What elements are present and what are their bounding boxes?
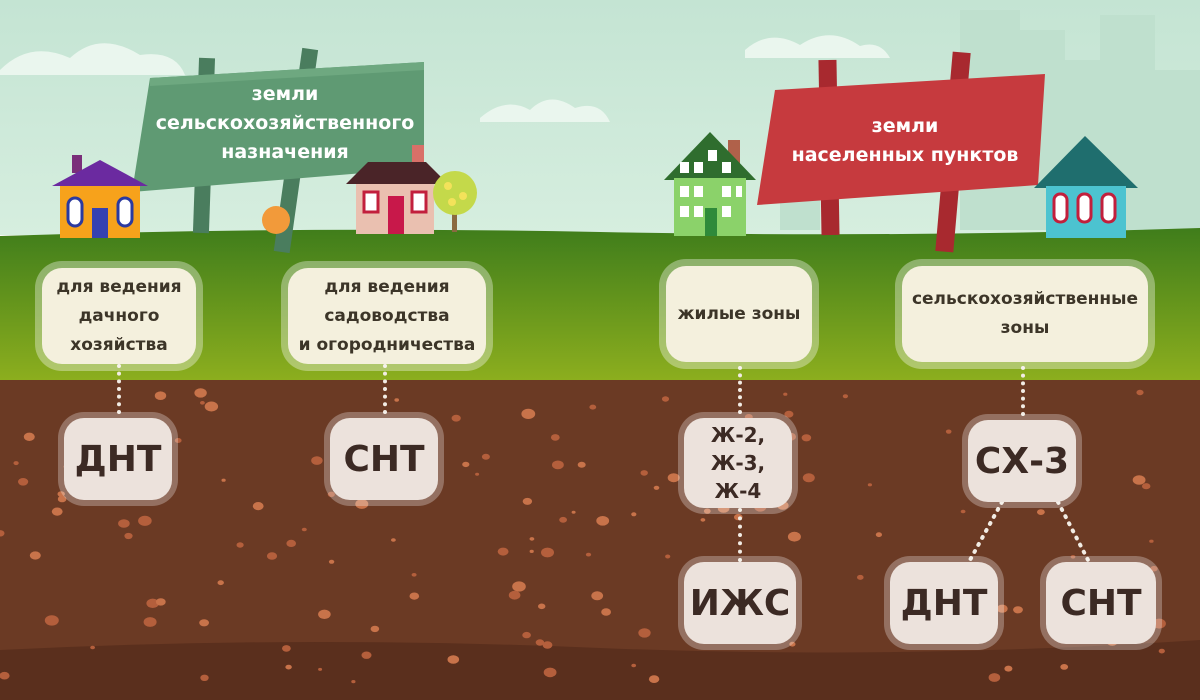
category-line: дачного (56, 302, 181, 331)
category-line: для ведения (299, 273, 476, 302)
code-label: СНТ (1060, 583, 1141, 624)
code-label: ДНТ (901, 583, 988, 624)
category-line: сельскохозяйственные (912, 285, 1138, 314)
code-snt-settlement: СНТ (1046, 562, 1156, 644)
category-line: жилые зоны (678, 300, 801, 329)
code-zh: Ж-2, Ж-3, Ж-4 (684, 418, 792, 508)
code-label: ИЖС (690, 583, 791, 624)
code-label: ДНТ (75, 439, 162, 480)
code-skh3: СХ-3 (968, 420, 1076, 502)
category-dacha: для ведения дачного хозяйства (42, 268, 196, 364)
code-snt: СНТ (330, 418, 438, 500)
code-dnt-settlement: ДНТ (890, 562, 998, 644)
code-izhs: ИЖС (684, 562, 796, 644)
category-agricultural-zones: сельскохозяйственные зоны (902, 266, 1148, 362)
code-line: Ж-2, (711, 421, 765, 449)
category-line: хозяйства (56, 331, 181, 360)
code-label: СНТ (343, 439, 424, 480)
category-gardening: для ведения садоводства и огородничества (288, 268, 486, 364)
category-residential: жилые зоны (666, 266, 812, 362)
code-dnt: ДНТ (64, 418, 172, 500)
category-line: садоводства (299, 302, 476, 331)
code-line: Ж-4 (711, 477, 765, 505)
category-line: для ведения (56, 273, 181, 302)
category-line: и огородничества (299, 331, 476, 360)
code-label: СХ-3 (975, 441, 1069, 482)
code-line: Ж-3, (711, 449, 765, 477)
category-line: зоны (912, 314, 1138, 343)
